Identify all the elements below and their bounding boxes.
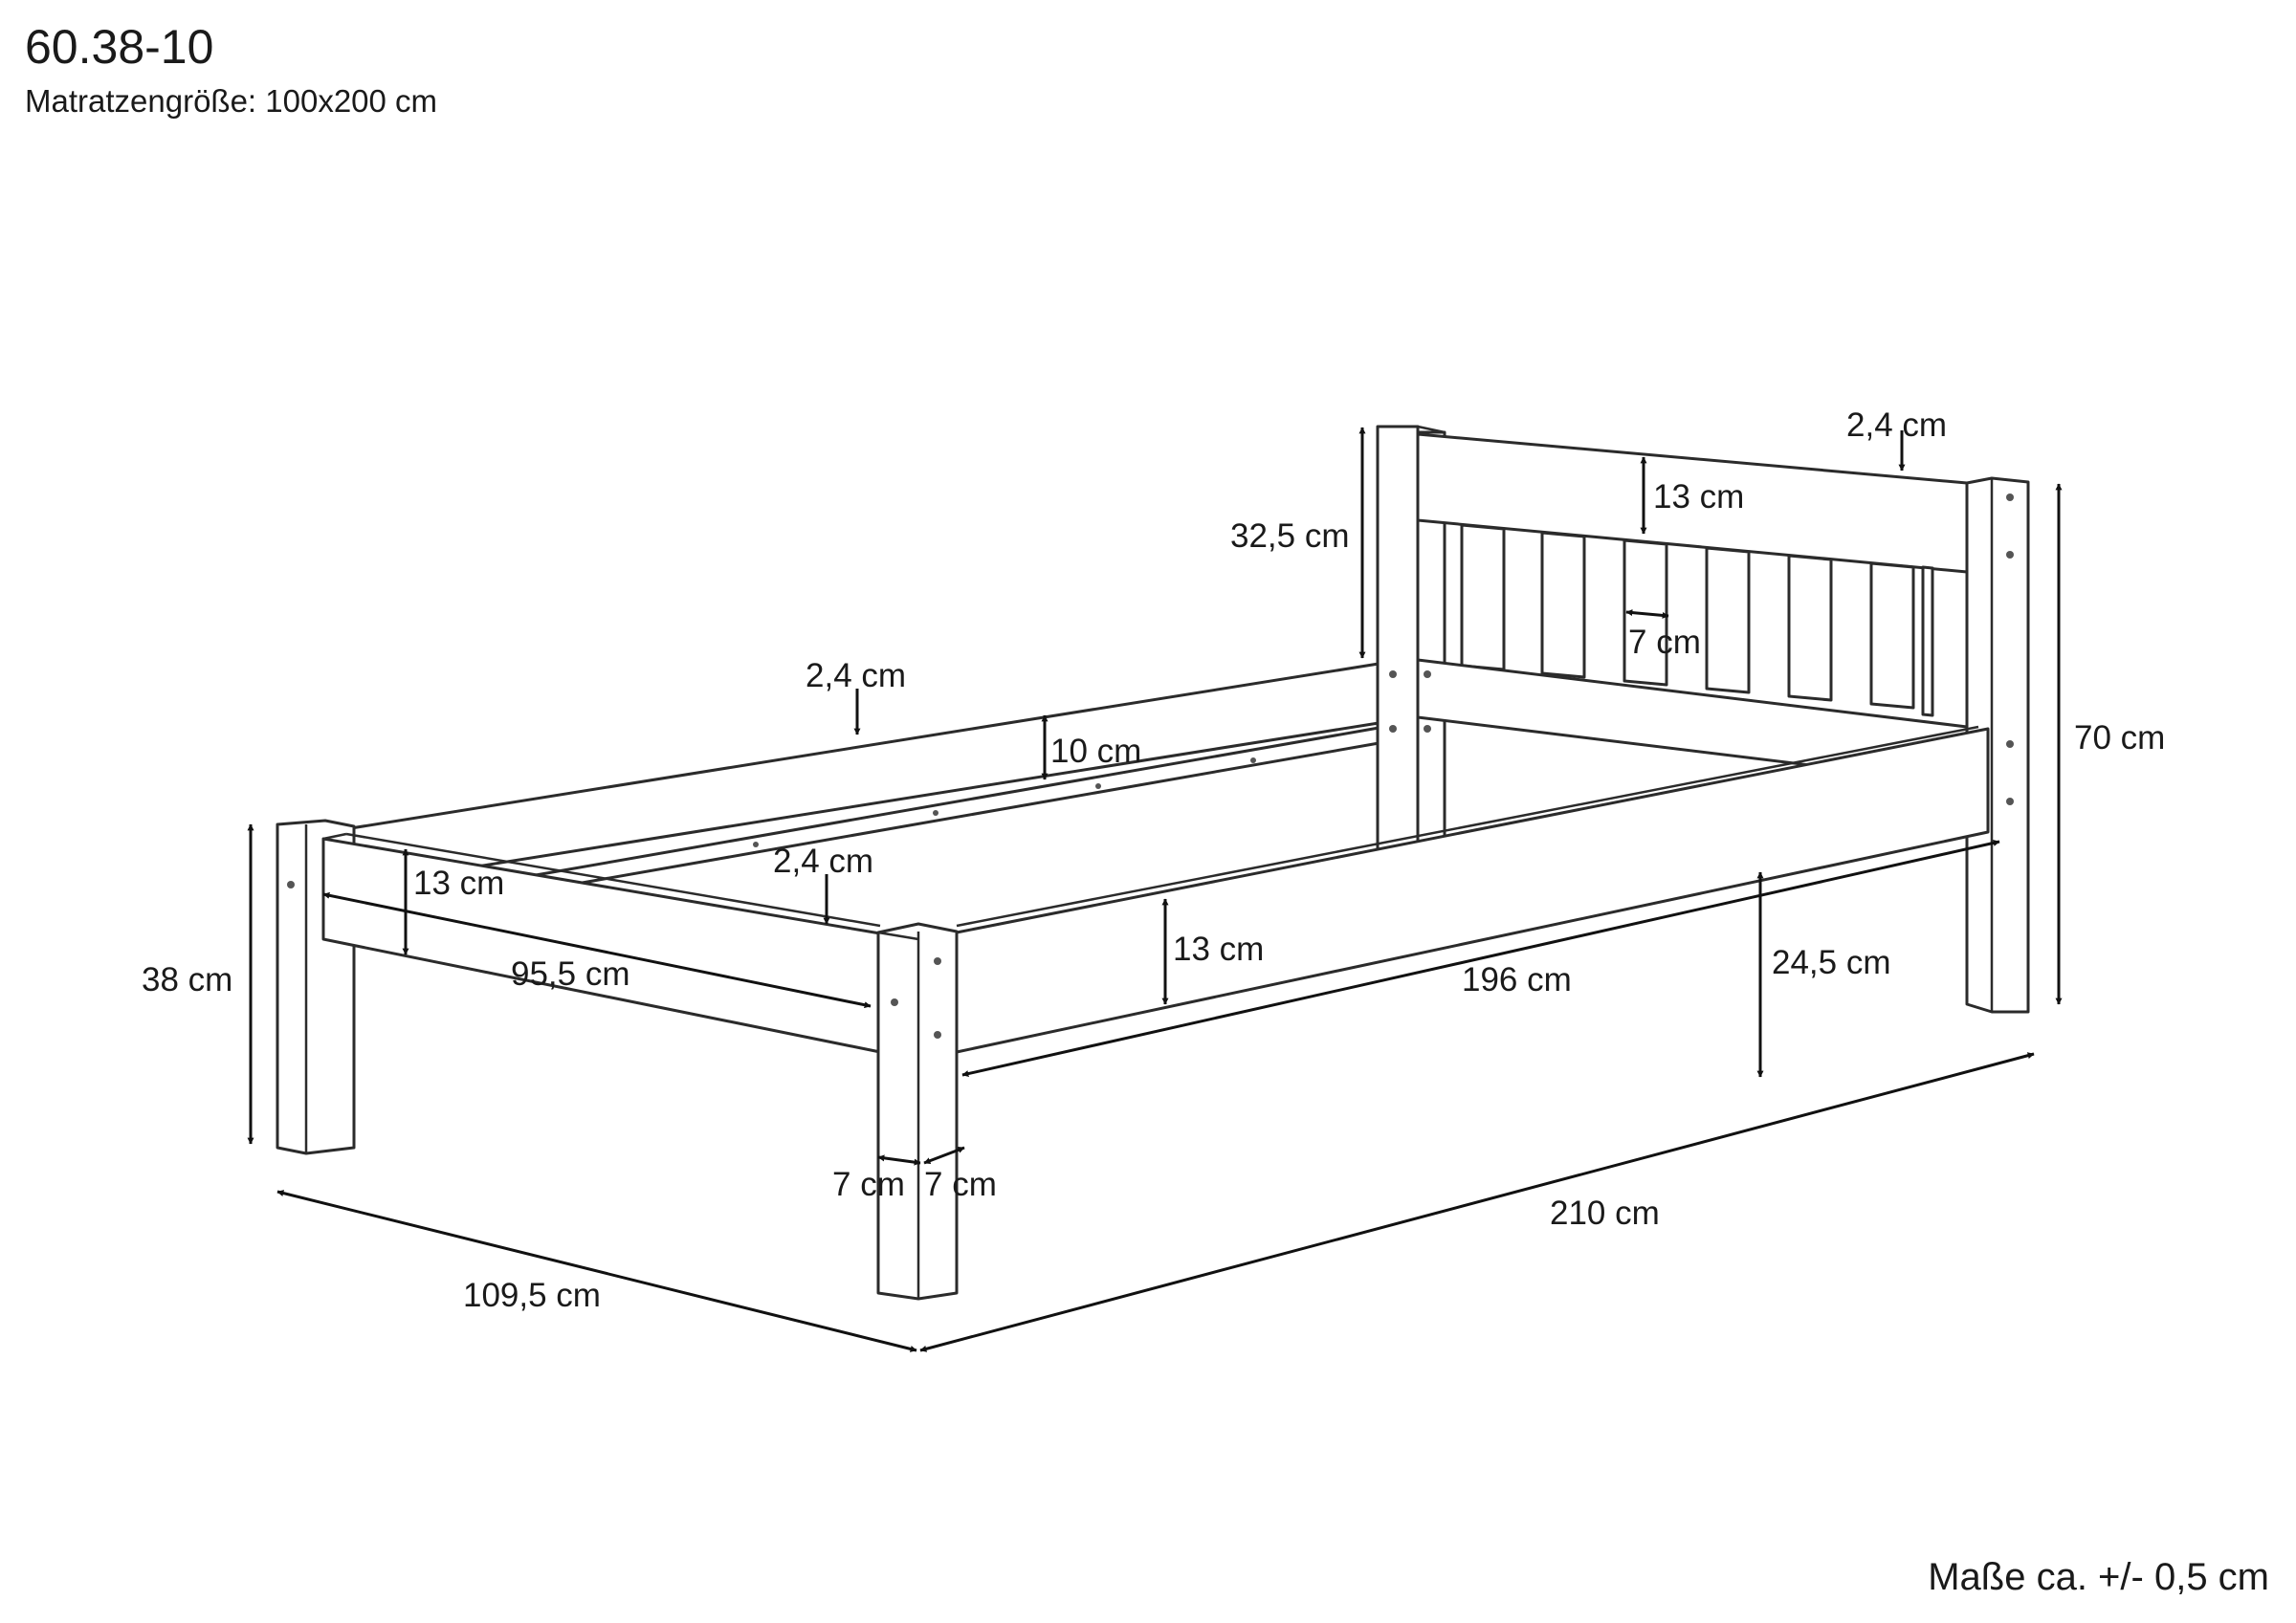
dim-outer-width — [276, 1190, 917, 1352]
mattress-size: Matratzengröße: 100x200 cm — [25, 83, 438, 119]
dimension-labels: 2,4 cm 13 cm 32,5 cm 7 cm 70 cm 2,4 cm 1… — [142, 406, 2165, 1314]
tolerance-note: Maße ca. +/- 0,5 cm — [1928, 1556, 2269, 1598]
dim-inner-width — [322, 891, 872, 1009]
headboard-post-left — [1376, 425, 1420, 853]
label-headboard-top-rail-height: 13 cm — [1653, 478, 1744, 515]
dim-outer-length — [919, 1052, 2035, 1352]
label-headboard-height: 32,5 cm — [1230, 517, 1350, 555]
label-foot-height: 38 cm — [142, 961, 232, 998]
label-outer-width: 109,5 cm — [463, 1277, 601, 1314]
dim-post-width-left — [877, 1154, 921, 1166]
bed-frame — [276, 425, 2030, 1301]
label-inner-width: 95,5 cm — [511, 955, 630, 993]
label-headboard-top-rail-thickness: 2,4 cm — [1846, 406, 1947, 444]
dim-slat-width — [1625, 609, 1669, 619]
product-code: 60.38-10 — [25, 20, 214, 74]
header: 60.38-10 Matratzengröße: 100x200 cm — [25, 17, 437, 122]
label-clearance-height: 24,5 cm — [1772, 944, 1891, 981]
label-back-rail-thickness: 2,4 cm — [806, 657, 906, 694]
label-side-rail-height: 13 cm — [1173, 931, 1264, 968]
label-inner-support-thickness: 2,4 cm — [773, 843, 873, 880]
label-footboard-rail-height: 13 cm — [413, 865, 504, 902]
label-post-width-left: 7 cm — [832, 1166, 905, 1203]
label-slat-width: 7 cm — [1628, 624, 1701, 661]
dimension-lines — [247, 427, 2063, 1352]
headboard-slats — [1460, 523, 1934, 717]
label-total-height: 70 cm — [2074, 719, 2165, 757]
dim-inner-length — [961, 839, 2000, 1078]
label-outer-length: 210 cm — [1550, 1195, 1660, 1232]
label-back-rail-height: 10 cm — [1050, 733, 1141, 770]
label-post-width-right: 7 cm — [924, 1166, 997, 1203]
label-inner-length: 196 cm — [1462, 961, 1572, 998]
